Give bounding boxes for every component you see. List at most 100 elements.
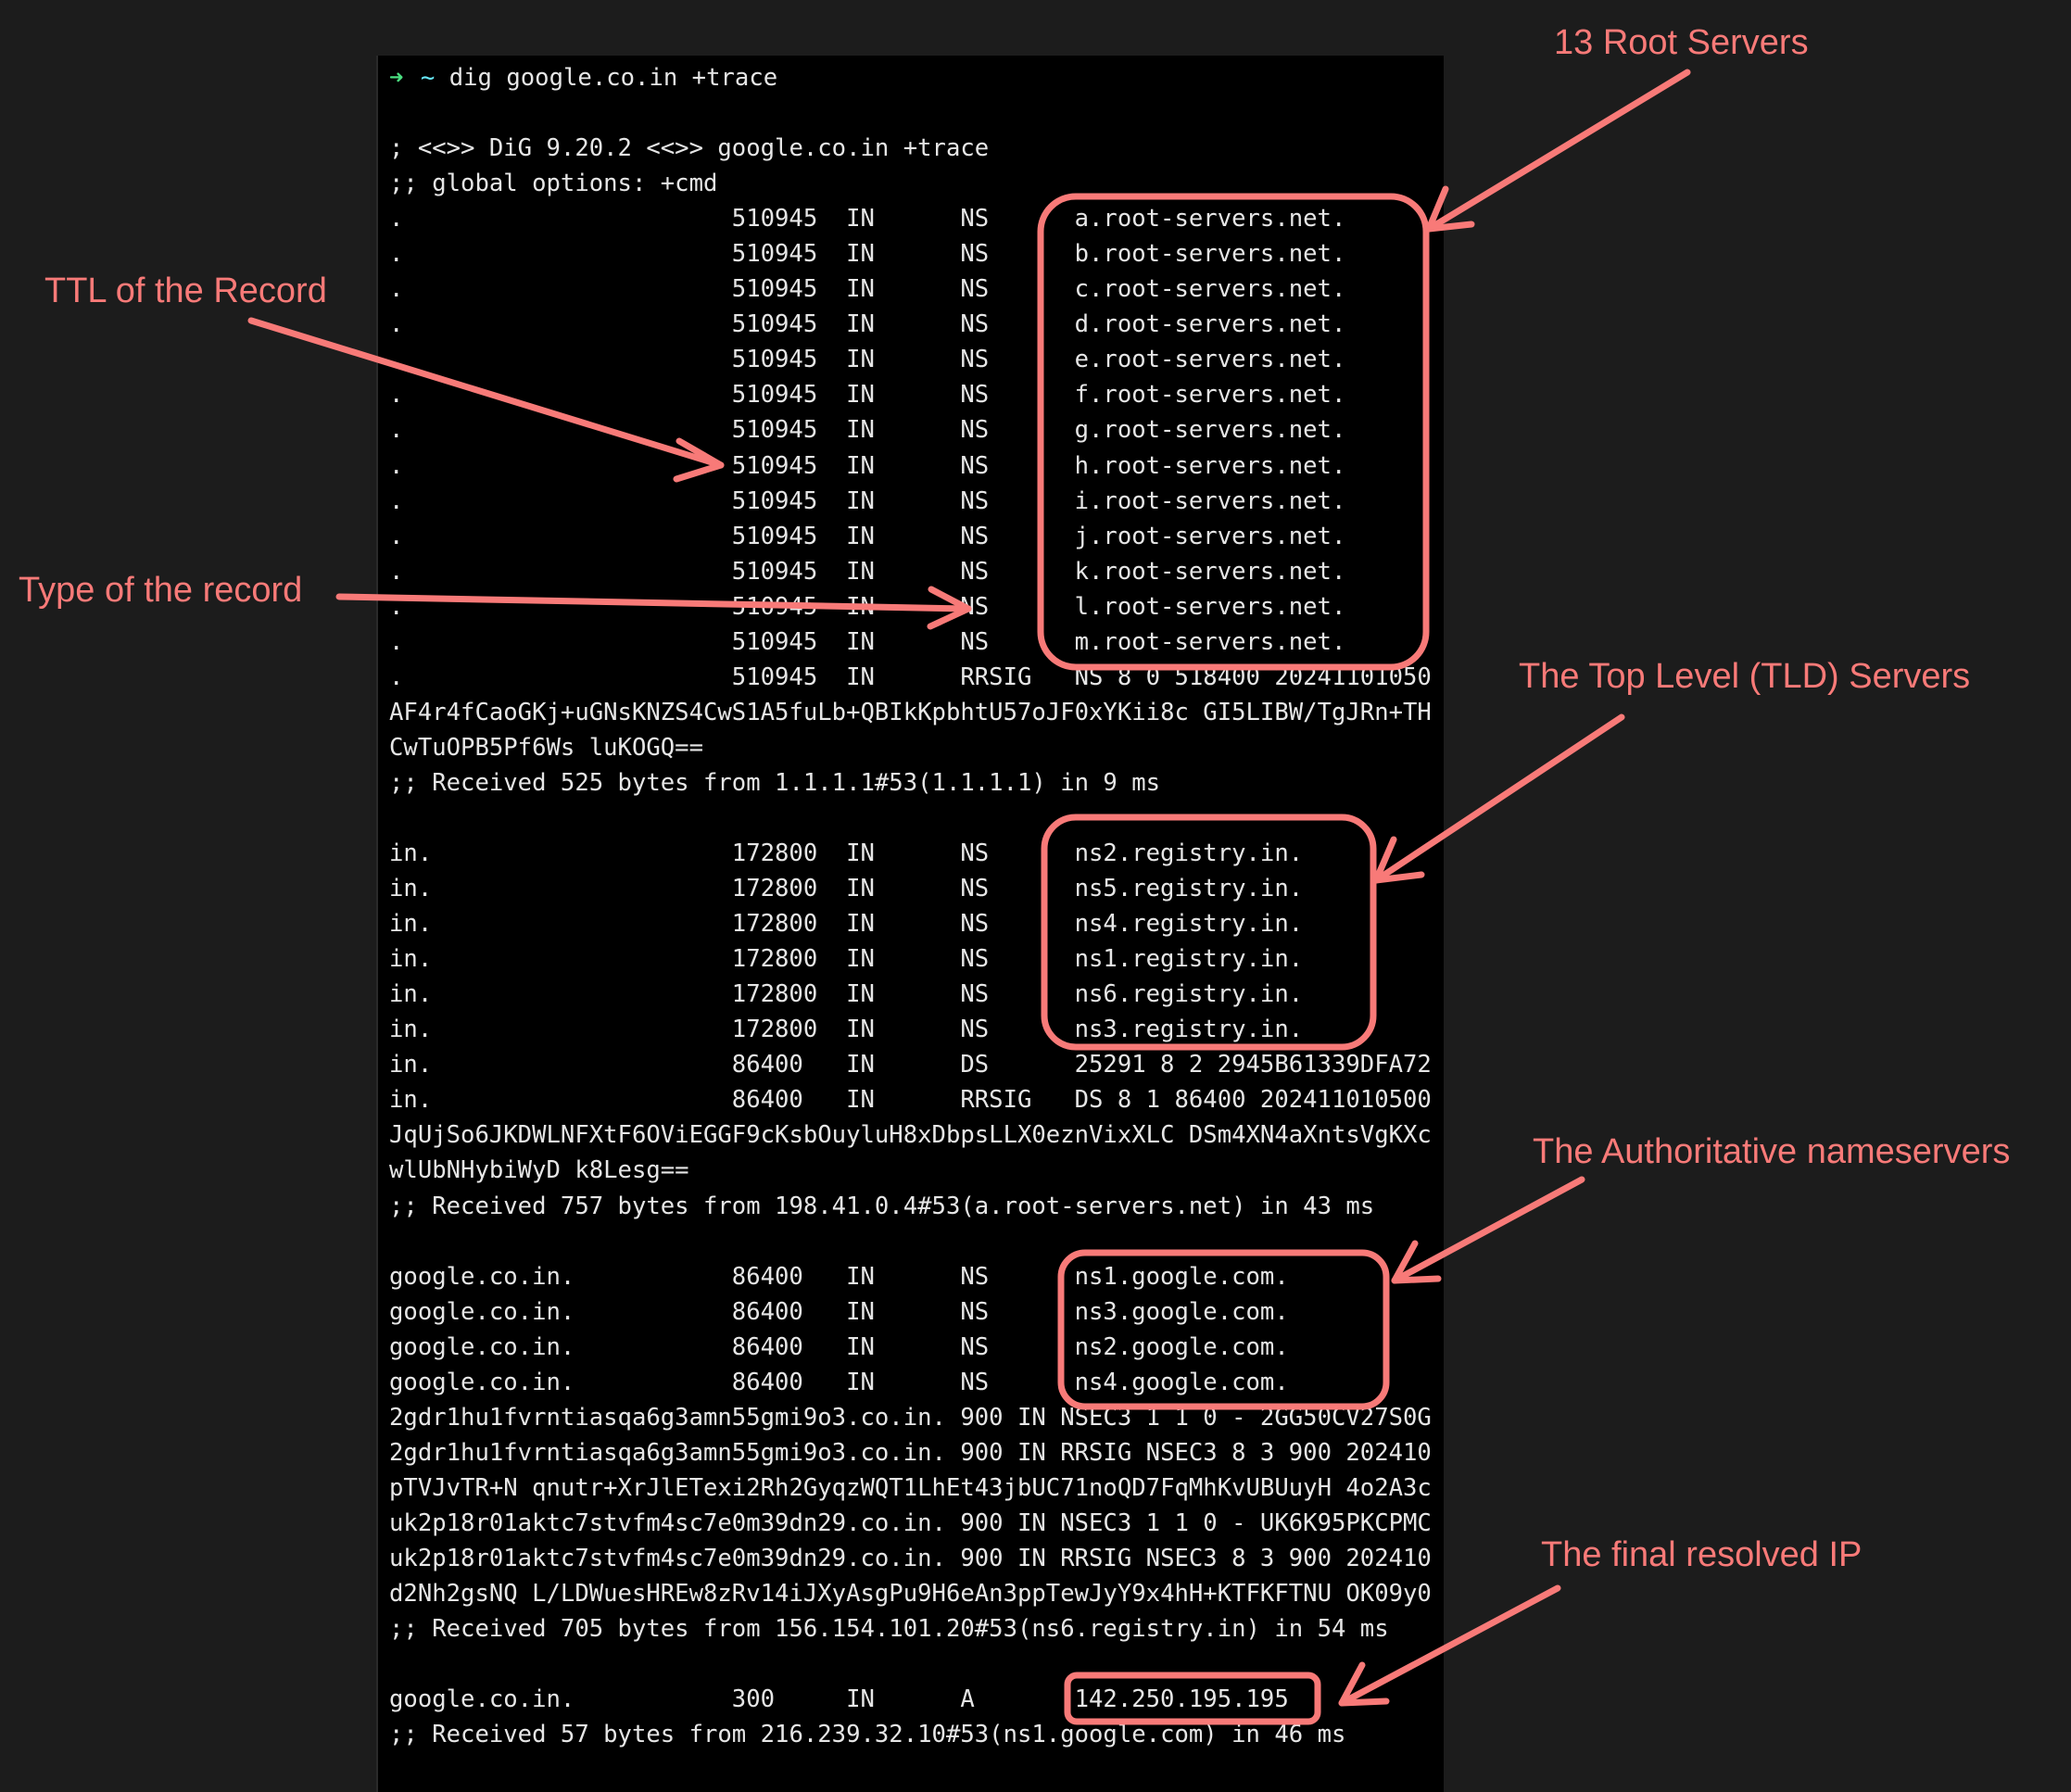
record-ttl: 172800 [731, 910, 818, 939]
record-class: IN [846, 522, 875, 550]
record-type: NS [960, 1332, 990, 1361]
record-type: NS [960, 557, 990, 586]
record-name: in. [389, 945, 433, 974]
record-class: IN [846, 945, 875, 974]
record-name: . [389, 416, 404, 445]
record-ttl: 86400 [731, 1051, 803, 1079]
record-type: NS [960, 451, 990, 480]
record-class: IN [846, 875, 875, 903]
record-class: IN [846, 381, 875, 410]
record-data: g.root-servers.net. [1074, 416, 1346, 445]
record-ttl: 510945 [731, 381, 818, 410]
record-ttl: 86400 [731, 1297, 803, 1326]
record-ttl: 510945 [731, 310, 818, 339]
record-name: . [389, 205, 404, 233]
record-type: NS [960, 346, 990, 374]
terminal-line: uk2p18r01aktc7stvfm4sc7e0m39dn29.co.in. … [389, 1508, 1432, 1537]
record-name: google.co.in. [389, 1262, 575, 1291]
record-class: IN [846, 486, 875, 515]
prompt-directory: ~ [420, 64, 436, 92]
record-class: IN [846, 1297, 875, 1326]
record-name: in. [389, 839, 433, 868]
record-data: 142.250.195.195 [1074, 1685, 1289, 1714]
record-data: ns4.registry.in. [1074, 910, 1304, 939]
record-name: . [389, 486, 404, 515]
final-ip-highlight-box [1064, 1672, 1321, 1725]
root-servers-label: 13 Root Servers [1554, 23, 1809, 62]
record-type: RRSIG [960, 1086, 1032, 1115]
record-name: in. [389, 910, 433, 939]
record-type-label: Type of the record [19, 571, 303, 610]
record-type: NS [960, 205, 990, 233]
terminal-line: pTVJvTR+N qnutr+XrJlETexi2Rh2GyqzWQT1LhE… [389, 1473, 1432, 1502]
record-data: l.root-servers.net. [1074, 592, 1346, 621]
record-data: ns2.registry.in. [1074, 839, 1304, 868]
record-class: IN [846, 627, 875, 656]
record-ttl: 510945 [731, 522, 818, 550]
authoritative-arrow [1391, 1176, 1585, 1284]
terminal-line: AF4r4fCaoGKj+uGNsKNZS4CwS1A5fuLb+QBIkKpb… [389, 698, 1432, 726]
record-type: NS [960, 1297, 990, 1326]
record-ttl: 510945 [731, 275, 818, 304]
command-text: dig google.co.in +trace [448, 64, 778, 92]
record-data: f.root-servers.net. [1074, 381, 1346, 410]
record-type: NS [960, 1262, 990, 1291]
record-ttl: 86400 [731, 1086, 803, 1115]
record-class: IN [846, 1086, 875, 1115]
ttl-arrow [247, 317, 725, 483]
record-data: ns5.registry.in. [1074, 875, 1304, 903]
type-arrow [335, 586, 972, 630]
record-type: NS [960, 275, 990, 304]
record-type: NS [960, 381, 990, 410]
record-ttl: 510945 [731, 451, 818, 480]
record-ttl: 86400 [731, 1332, 803, 1361]
terminal-line: ;; Received 525 bytes from 1.1.1.1#53(1.… [389, 768, 1161, 797]
record-ttl: 172800 [731, 1016, 818, 1044]
record-name: in. [389, 980, 433, 1009]
record-ttl: 510945 [731, 627, 818, 656]
terminal-window: ➜~dig google.co.in +trace; <<>> DiG 9.20… [376, 56, 1444, 1792]
record-name: . [389, 663, 404, 691]
record-data: ns3.google.com. [1074, 1297, 1289, 1326]
tld-servers-highlight-box [1041, 814, 1377, 1051]
record-class: IN [846, 346, 875, 374]
record-name: google.co.in. [389, 1332, 575, 1361]
record-type: NS [960, 486, 990, 515]
record-class: IN [846, 839, 875, 868]
record-class: IN [846, 451, 875, 480]
terminal-line: JqUjSo6JKDWLNFXtF6OViEGGF9cKsbOuyluH8xDb… [389, 1121, 1432, 1150]
final-ip-label: The final resolved IP [1541, 1535, 1863, 1574]
record-type: DS [960, 1051, 990, 1079]
record-data: h.root-servers.net. [1074, 451, 1346, 480]
terminal-line: ;; Received 757 bytes from 198.41.0.4#53… [389, 1192, 1375, 1220]
record-data: ns6.registry.in. [1074, 980, 1304, 1009]
record-ttl: 510945 [731, 240, 818, 269]
record-data: ns3.registry.in. [1074, 1016, 1304, 1044]
record-class: IN [846, 663, 875, 691]
terminal-line: d2Nh2gsNQ L/LDWuesHREw8zRv14iJXyAsgPu9H6… [389, 1580, 1432, 1609]
record-ttl: 86400 [731, 1262, 803, 1291]
record-type: NS [960, 945, 990, 974]
record-type: RRSIG [960, 663, 1032, 691]
record-data: m.root-servers.net. [1074, 627, 1346, 656]
record-ttl: 510945 [731, 486, 818, 515]
record-type: NS [960, 910, 990, 939]
record-name: in. [389, 875, 433, 903]
record-type: NS [960, 310, 990, 339]
terminal-line: ;; global options: +cmd [389, 170, 718, 198]
record-name: . [389, 522, 404, 550]
record-ttl: 510945 [731, 663, 818, 691]
record-type: NS [960, 416, 990, 445]
